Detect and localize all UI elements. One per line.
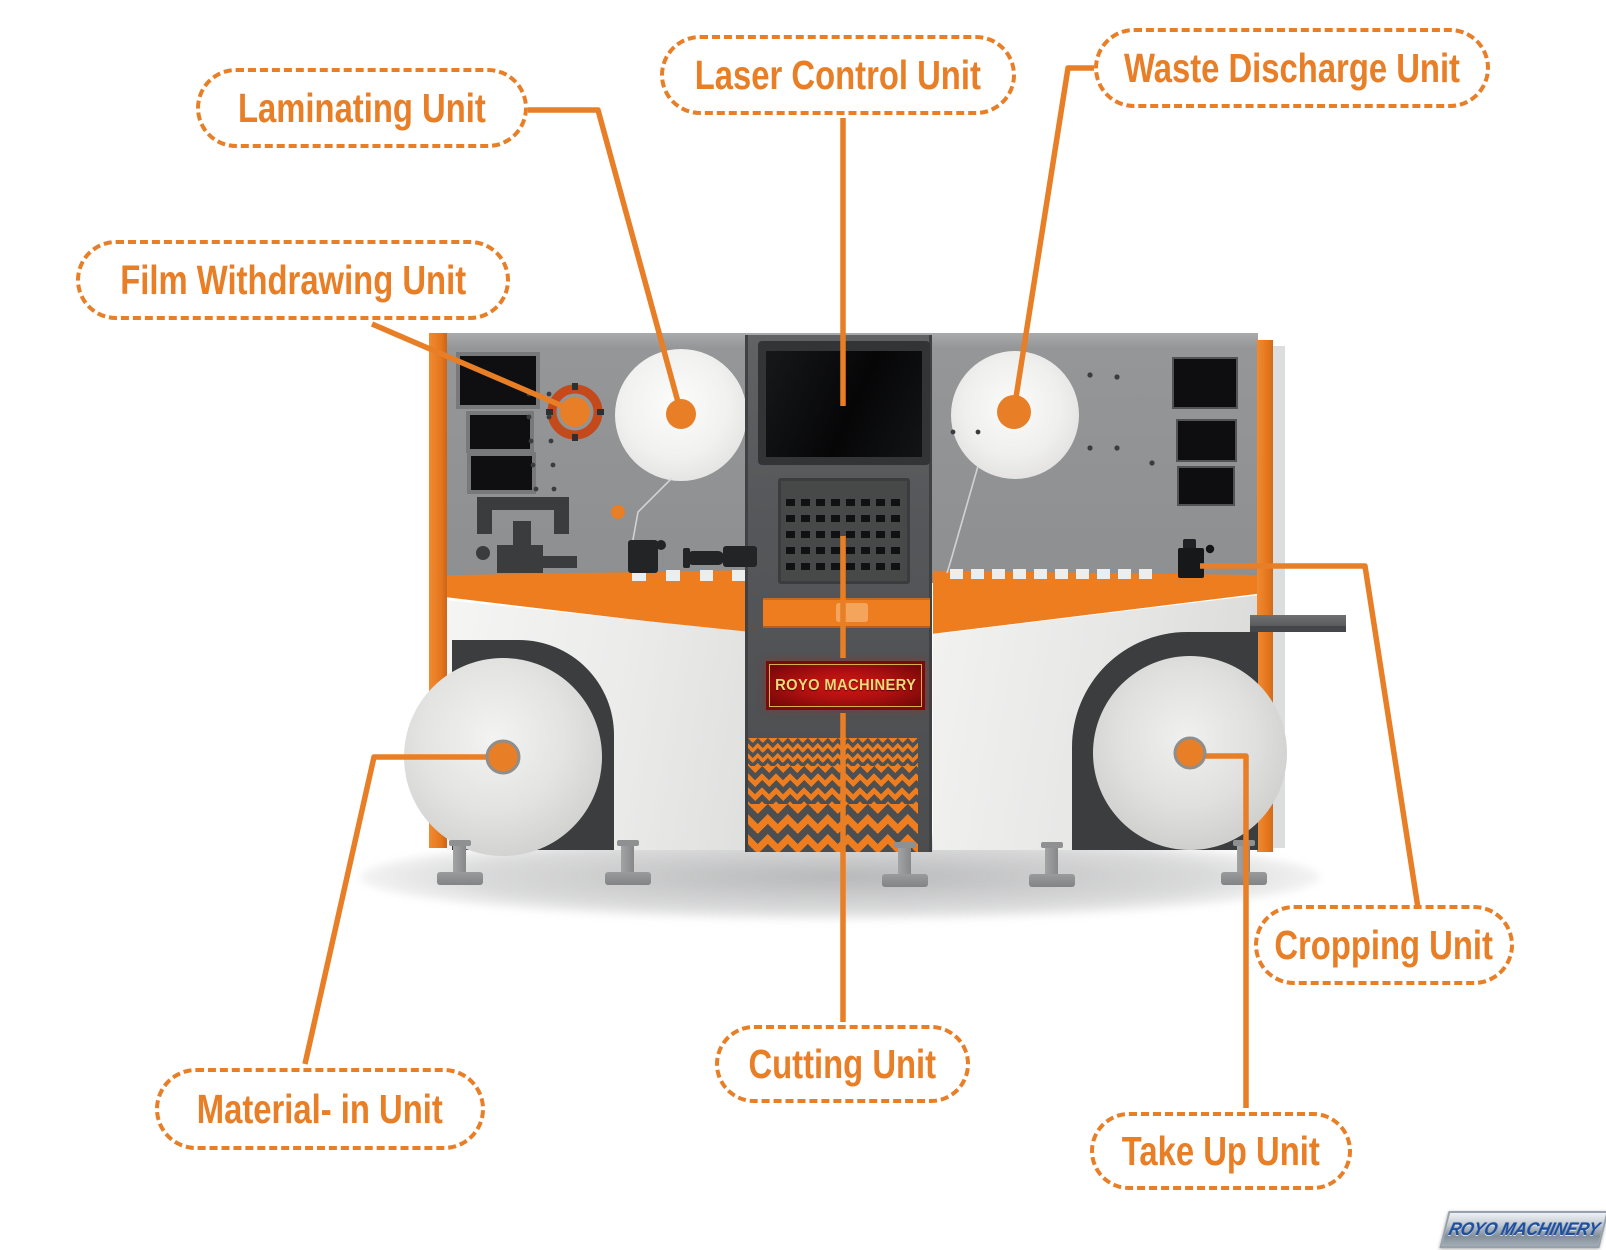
left-screen-3 [471, 456, 532, 490]
waste-discharge-unit-label: Waste Discharge Unit [1124, 44, 1461, 91]
foot-base [882, 874, 928, 887]
callout-waste-discharge-unit: Waste Discharge Unit [1094, 28, 1490, 108]
clamp-prong-right [554, 510, 569, 534]
foot-base [605, 872, 651, 885]
right-panel-2 [1176, 419, 1237, 462]
foot-stem [621, 846, 634, 872]
tower-strip-button [836, 603, 868, 622]
foot-base [1221, 872, 1267, 885]
callout-film-withdrawing-unit: Film Withdrawing Unit [76, 240, 510, 320]
royo-machinery-logo-text: ROYO MACHINERY [1446, 1219, 1602, 1239]
cropping-device [1178, 548, 1204, 578]
output-bar-shadow [1250, 626, 1346, 632]
cropping-unit-label: Cropping Unit [1274, 921, 1494, 968]
foot-stem [1237, 846, 1250, 872]
royo-machinery-logo: ROYO MACHINERY [1439, 1211, 1606, 1248]
laser-control-unit-label: Laser Control Unit [694, 51, 982, 98]
callout-laser-control-unit: Laser Control Unit [660, 35, 1016, 115]
clamp-body [497, 545, 543, 573]
right-panel-1 [1172, 357, 1238, 409]
callout-take-up-unit: Take Up Unit [1090, 1112, 1352, 1190]
clamp-stem [513, 521, 531, 547]
callout-material-in-unit: Material- in Unit [155, 1068, 485, 1150]
machine-foot [437, 840, 483, 885]
foot-cap [894, 842, 916, 848]
waste-discharge-roll [951, 351, 1079, 479]
clamp-bracket-top [477, 497, 569, 510]
diamond-row-small [748, 738, 918, 766]
foot-base [437, 872, 483, 885]
foot-stem [898, 848, 911, 874]
foot-cap [617, 840, 639, 846]
material-in-unit-label: Material- in Unit [196, 1085, 444, 1132]
callout-cropping-unit: Cropping Unit [1254, 905, 1514, 985]
laminating-unit-label: Laminating Unit [238, 84, 486, 131]
clamp-prong-left [477, 510, 492, 534]
foot-stem [1045, 848, 1058, 874]
callout-cutting-unit: Cutting Unit [715, 1025, 970, 1103]
takeup-roll [1093, 656, 1287, 850]
left-screen-1 [460, 356, 536, 405]
cropping-device-knob [1183, 539, 1196, 549]
laser-control-screen [766, 351, 922, 457]
diamond-row-large [748, 804, 918, 852]
laminating-film-roll [615, 349, 747, 481]
vent-slots [786, 490, 902, 576]
left-screen-2 [470, 415, 530, 449]
clamp-dot [476, 546, 490, 560]
cutting-unit-label: Cutting Unit [748, 1040, 937, 1087]
machine-foot [1221, 840, 1267, 885]
foot-cap [1041, 842, 1063, 848]
material-roll [404, 658, 602, 856]
output-bar [1250, 615, 1346, 626]
machine-foot [1029, 842, 1075, 887]
front-sign: ROYO MACHINERY [766, 661, 925, 710]
foot-base [1029, 874, 1075, 887]
diamond-pattern [748, 738, 918, 852]
take-up-unit-label: Take Up Unit [1121, 1127, 1321, 1174]
right-panel-3 [1177, 466, 1235, 506]
clamp-arm [543, 556, 577, 568]
machine-foot [605, 840, 651, 885]
front-sign-text: ROYO MACHINERY [774, 676, 917, 694]
callout-laminating-unit: Laminating Unit [196, 68, 528, 148]
film-withdrawing-unit-label: Film Withdrawing Unit [120, 256, 466, 303]
foot-stem [453, 846, 466, 872]
diamond-row-medium [748, 766, 918, 804]
machine-foot [882, 842, 928, 887]
